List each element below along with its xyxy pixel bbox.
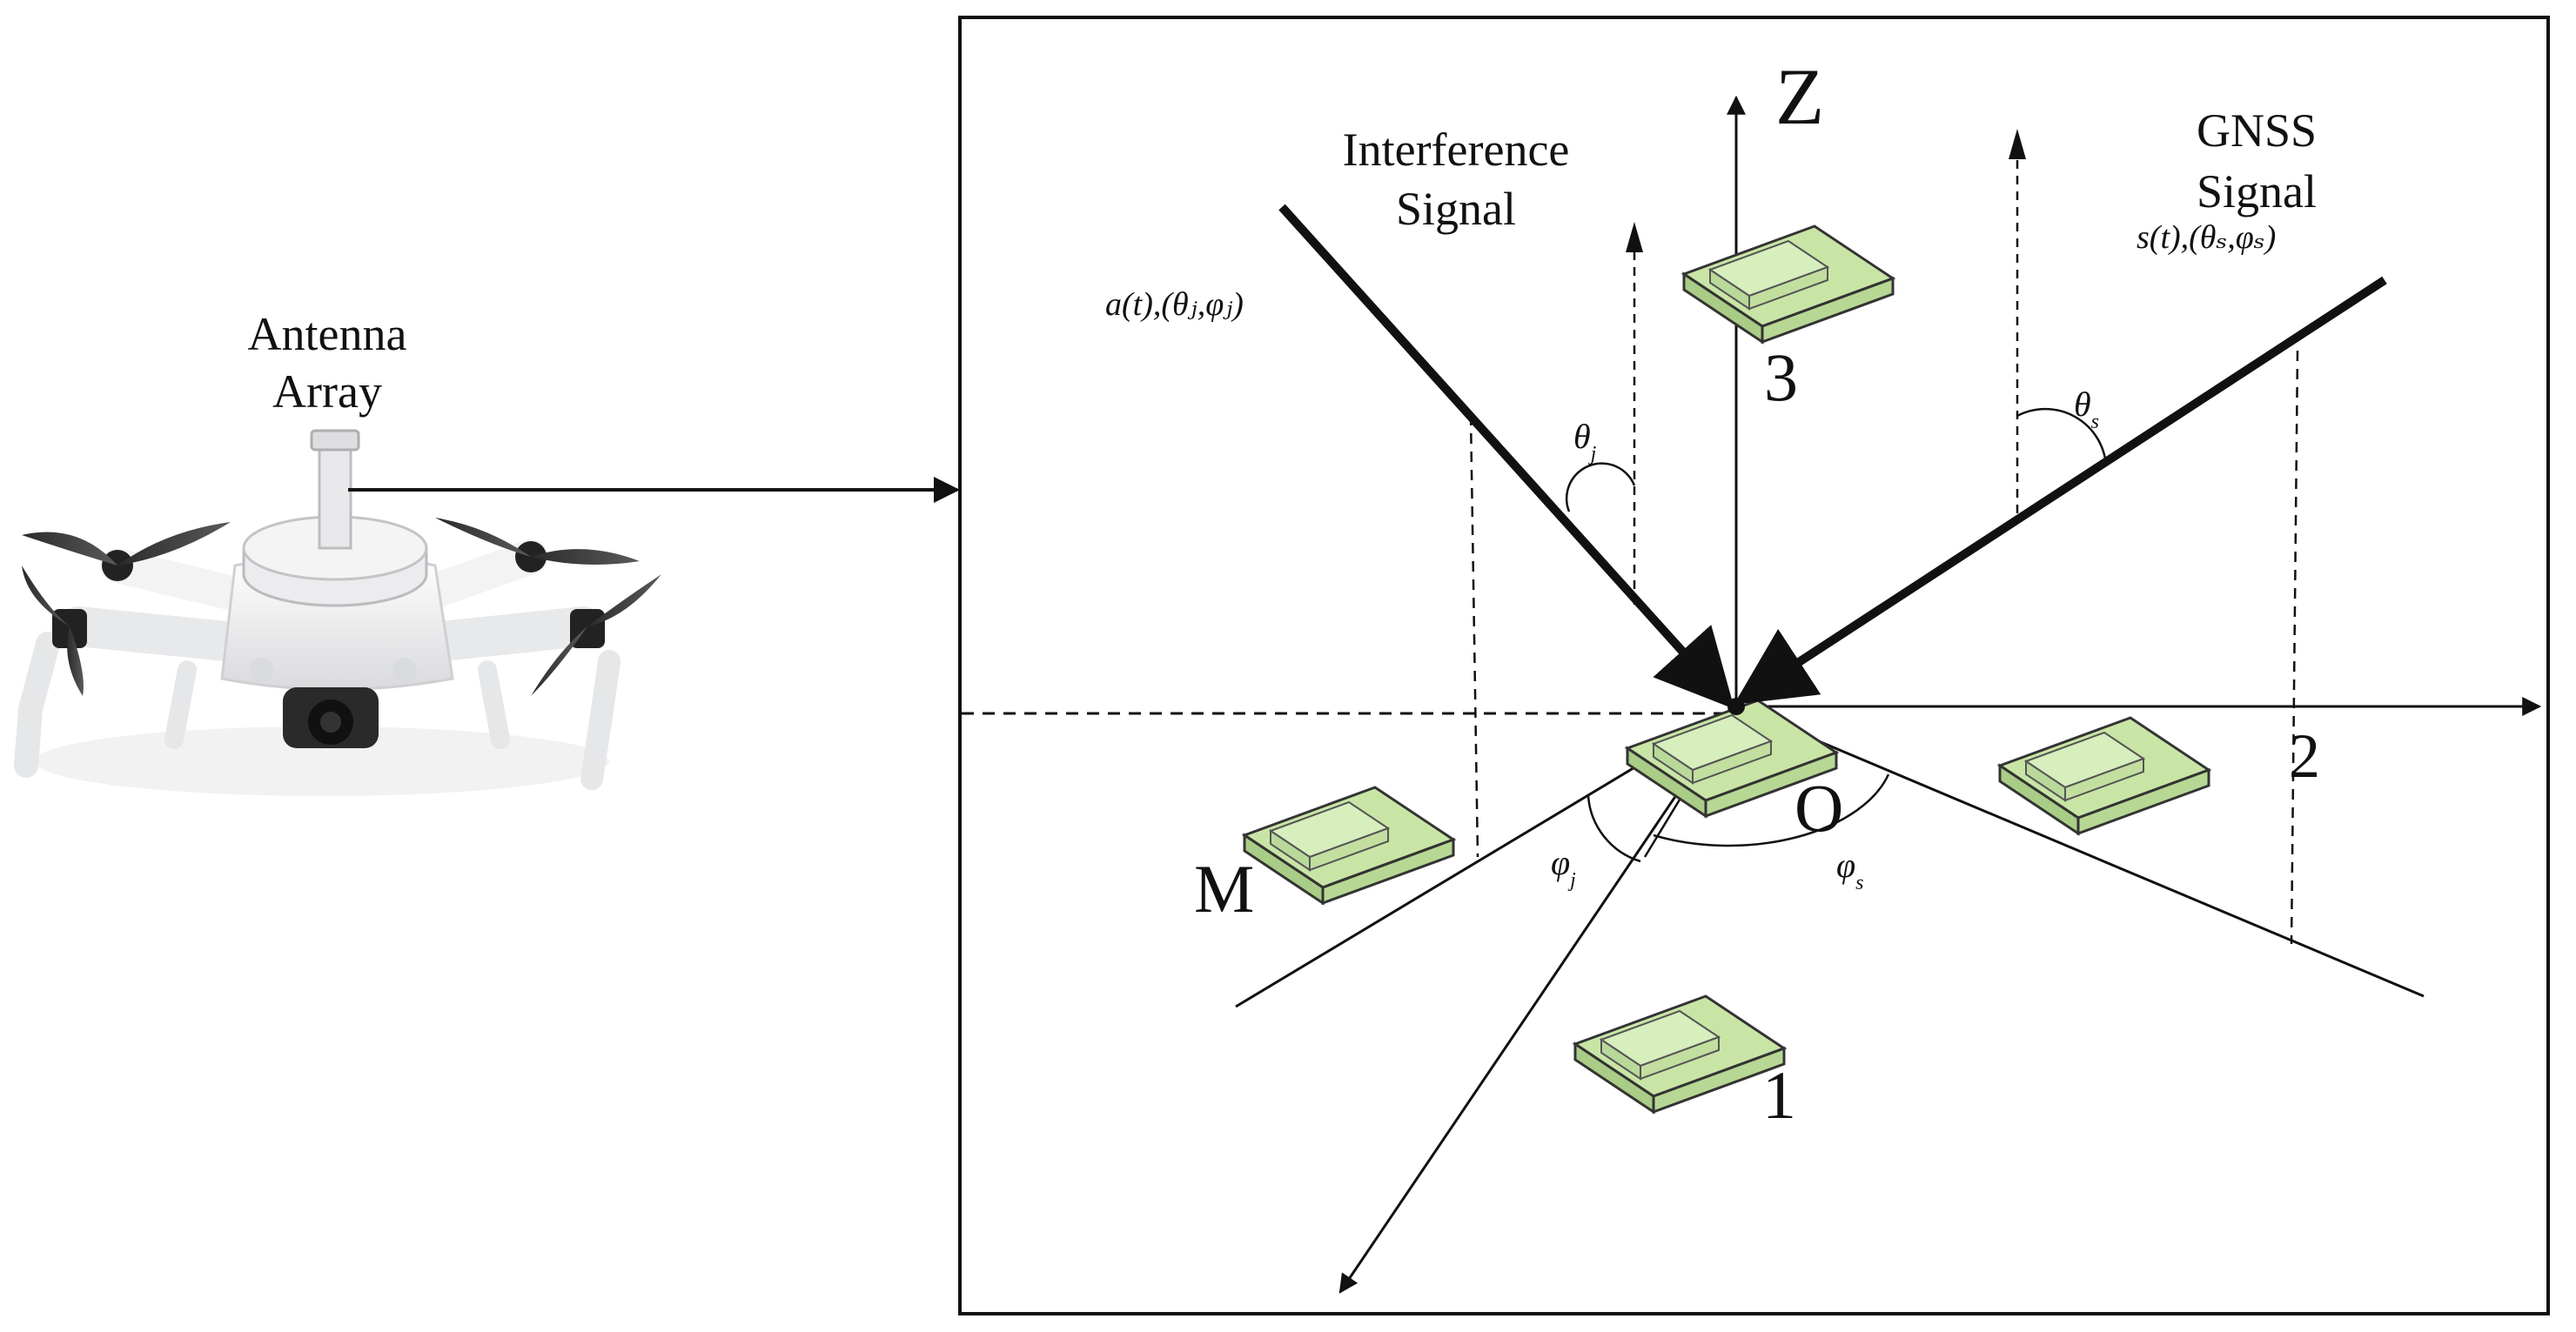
- antenna-element-1: [1573, 994, 1786, 1114]
- origin-point: [1727, 698, 1745, 715]
- plane-line-right: [1735, 705, 2425, 998]
- interference-formula: a(t),(θⱼ,φⱼ): [1105, 286, 1244, 323]
- drop-line-left: [1469, 414, 1479, 858]
- phi-j-label: φj: [1551, 843, 1576, 892]
- antenna-label-line2: Array: [272, 365, 382, 418]
- gnss-label-line2: Signal: [2197, 165, 2317, 218]
- interference-label-line1: Interference: [1343, 124, 1570, 176]
- antenna-element-2: [1998, 716, 2210, 835]
- phi-s-label: φs: [1836, 846, 1863, 894]
- axis-1-arrow: [1338, 706, 1738, 1294]
- axis-2-label: 2: [2289, 721, 2320, 791]
- element-1-label: 1: [1762, 1057, 1796, 1133]
- gnss-label-line1: GNSS: [2197, 104, 2317, 157]
- drop-line-right: [2290, 350, 2299, 945]
- theta-s-label: θs: [2074, 385, 2099, 433]
- gnss-normal-head: [2009, 129, 2026, 159]
- interference-signal-arrow: [1278, 204, 1735, 710]
- interference-normal-head: [1626, 222, 1643, 252]
- phi-s-arc: [1653, 773, 1890, 847]
- antenna-label-line1: Antenna: [248, 308, 407, 360]
- interference-label-line2: Signal: [1396, 183, 1516, 235]
- antenna-element-m: [1243, 786, 1455, 905]
- drone-illustration: [14, 429, 661, 796]
- axis-z-label: Z: [1775, 52, 1824, 141]
- gnss-signal-arrow: [1734, 276, 2387, 705]
- diagram-frame: [958, 16, 2550, 1315]
- element-m-label: M: [1194, 851, 1254, 927]
- origin-label: O: [1794, 770, 1843, 846]
- theta-j-arc: [1565, 462, 1636, 512]
- element-3-label: 3: [1764, 339, 1798, 415]
- gnss-formula: s(t),(θₛ,φₛ): [2137, 219, 2276, 256]
- antenna-element-3: [1682, 224, 1895, 344]
- theta-j-label: θj: [1573, 417, 1597, 465]
- phi-j-arc: [1587, 795, 1641, 863]
- theta-s-arc: [2016, 407, 2108, 466]
